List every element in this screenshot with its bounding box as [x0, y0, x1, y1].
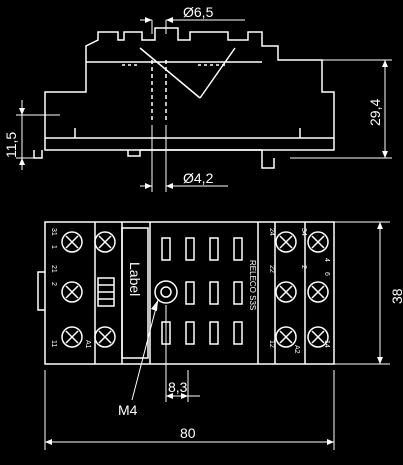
- terminal-number: 24: [268, 228, 275, 236]
- top-dimension-lines: [44, 221, 390, 450]
- body-height-label: 38: [389, 288, 403, 304]
- contact-slot: [209, 281, 219, 305]
- mounting-hole: [154, 280, 178, 304]
- terminal-number: 2: [50, 282, 57, 286]
- right-height-label: 29,4: [367, 99, 383, 126]
- contact-slots: [154, 237, 243, 345]
- left-height-label: 11,5: [3, 132, 19, 158]
- side-dimension-lines: [16, 19, 392, 192]
- terminal-screw: [61, 326, 83, 348]
- contact-slot: [185, 281, 195, 305]
- terminal-number: A1: [84, 340, 91, 349]
- contact-slot: [209, 321, 219, 345]
- terminal-number: 34: [300, 228, 307, 236]
- top-hole-diameter-label: Ø6,5: [183, 4, 214, 20]
- terminal-screw: [94, 326, 116, 348]
- side-view: [33, 27, 335, 169]
- contact-slot: [233, 237, 243, 261]
- side-dimension-arrows: [19, 17, 388, 189]
- terminal-screw: [307, 281, 329, 303]
- terminal-number: 1: [50, 245, 57, 249]
- contact-slot: [185, 321, 195, 345]
- contact-slot: [185, 237, 195, 261]
- terminal-screw: [61, 281, 83, 303]
- label-strip-text: Label: [127, 262, 143, 296]
- top-dimension-arrows: [45, 222, 383, 445]
- terminal-number: 14: [323, 340, 330, 348]
- brand-text: RELECO S3S: [248, 260, 257, 310]
- terminal-number: 11: [50, 340, 57, 347]
- terminal-screw: [275, 326, 297, 348]
- overall-width-label: 80: [180, 425, 196, 441]
- terminal-screws: [61, 231, 329, 348]
- terminal-number: 2: [300, 265, 307, 269]
- terminal-number: 31: [50, 228, 57, 236]
- contact-slot: [209, 237, 219, 261]
- contact-slot: [161, 237, 171, 261]
- screw-size-label: M4: [118, 402, 138, 418]
- bottom-hole-diameter-label: Ø4,2: [183, 170, 214, 186]
- terminal-screw: [307, 231, 329, 253]
- terminal-number: 6: [323, 272, 330, 276]
- screw-offset-label: 8,3: [168, 379, 188, 395]
- contact-slot: [233, 281, 243, 305]
- terminal-number: 12: [268, 340, 275, 348]
- terminal-screw: [275, 231, 297, 253]
- terminal-screw: [307, 326, 329, 348]
- terminal-screw: [61, 231, 83, 253]
- terminal-number: 22: [268, 265, 275, 273]
- terminal-screw: [275, 281, 297, 303]
- terminal-number: 21: [50, 265, 57, 273]
- terminal-number: 4: [323, 258, 330, 262]
- terminal-screw: [94, 231, 116, 253]
- terminal-number: A2: [293, 345, 300, 354]
- contact-slot: [233, 321, 243, 345]
